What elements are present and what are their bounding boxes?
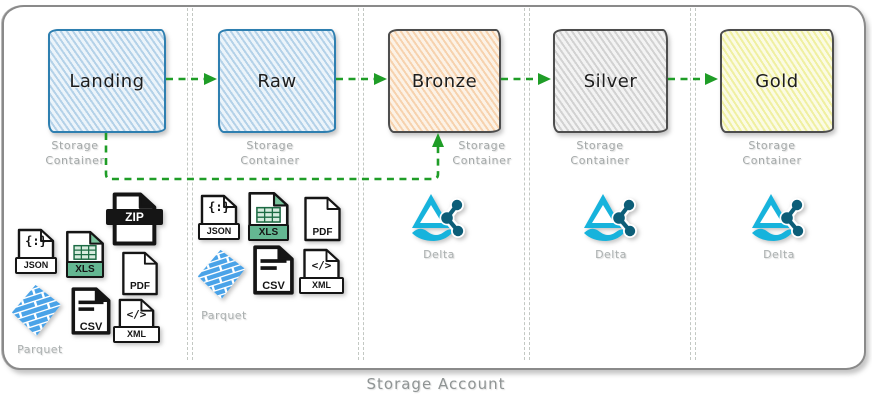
xml-glyph: </> (126, 308, 147, 322)
stage-box-bronze: Bronze (388, 29, 501, 133)
xml-file-icon: </> XML (112, 297, 161, 344)
json-file-icon: {:} JSON (197, 193, 241, 241)
storage-account-label: Storage Account (366, 375, 506, 393)
stage-box-raw: Raw (218, 29, 336, 133)
xls-file-icon: XLS (64, 229, 106, 279)
stage-box-silver: Silver (553, 29, 668, 133)
file-type-label: XML (112, 326, 161, 343)
stage-name-raw: Raw (257, 70, 297, 92)
file-type-label: ZIP (106, 209, 163, 225)
pdf-file-icon: PDF (120, 250, 160, 297)
file-type-label: PDF (312, 226, 333, 238)
delta-lake-icon (750, 192, 808, 242)
xml-file-icon: </> XML (298, 247, 345, 295)
storage-container-label: Storage Container (45, 139, 105, 167)
section-divider (358, 8, 364, 360)
storage-container-label: Storage Container (452, 139, 512, 167)
file-type-label: XLS (65, 260, 105, 278)
xml-glyph: </> (311, 258, 332, 272)
stage-name-landing: Landing (69, 70, 145, 92)
json-glyph: {:} (25, 234, 47, 249)
json-file-icon: {:} JSON (14, 227, 58, 275)
delta-lake-icon (410, 192, 468, 242)
delta-label: Delta (763, 248, 795, 261)
storage-container-label: Storage Container (240, 139, 300, 167)
delta-label: Delta (595, 248, 627, 261)
file-type-label: PDF (130, 281, 150, 293)
stage-name-bronze: Bronze (411, 70, 478, 92)
section-divider (187, 8, 193, 360)
stage-box-gold: Gold (720, 29, 834, 133)
section-divider (524, 8, 530, 360)
stage-name-gold: Gold (755, 70, 799, 92)
stage-name-silver: Silver (583, 70, 638, 92)
file-type-label: JSON (197, 223, 241, 240)
file-type-label: XML (298, 277, 345, 294)
file-type-label: CSV (262, 280, 285, 293)
delta-label: Delta (423, 248, 455, 261)
file-type-label: JSON (14, 257, 58, 274)
file-type-label: XLS (247, 223, 290, 242)
xls-file-icon: XLS (246, 190, 291, 243)
stage-box-landing: Landing (48, 29, 166, 133)
section-divider (690, 8, 696, 360)
csv-file-icon: CSV (251, 244, 296, 296)
json-glyph: {:} (208, 200, 230, 215)
parquet-icon (194, 248, 249, 301)
parquet-label: Parquet (17, 343, 63, 356)
parquet-label: Parquet (201, 309, 247, 322)
file-type-label: CSV (79, 320, 103, 333)
csv-file-icon: CSV (70, 286, 112, 336)
pdf-file-icon: PDF (302, 195, 343, 243)
storage-container-label: Storage Container (570, 139, 630, 167)
storage-container-label: Storage Container (742, 139, 802, 167)
parquet-icon (9, 283, 64, 338)
zip-file-icon: ZIP (106, 191, 163, 247)
delta-lake-icon (582, 192, 640, 242)
